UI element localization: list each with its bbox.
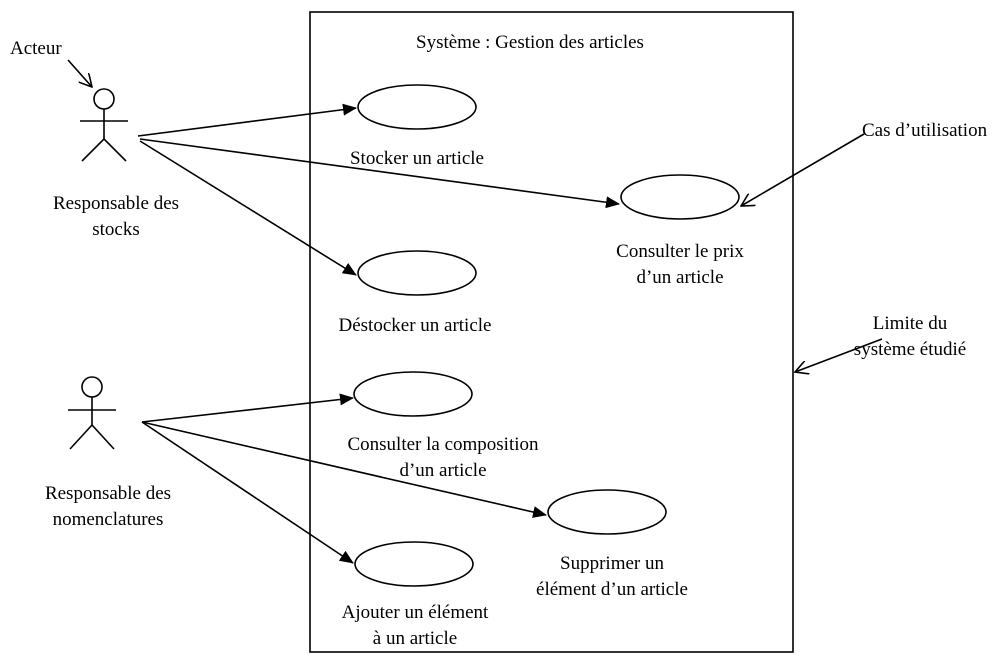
limite-annotation-line-2: système étudié [853, 339, 967, 360]
limite-pointer-arrow [795, 338, 883, 372]
system-title: Système : Gestion des articles [416, 32, 644, 53]
use-case-ajouter-element-label-line-2: à un article [372, 628, 458, 649]
association-stock-stocker [137, 103, 357, 137]
actor-stock-manager-figure [80, 88, 128, 162]
limite-annotation-line-1: Limite du [872, 313, 948, 334]
use-case-consulter-prix-label-line-2: d’un article [636, 267, 724, 288]
actor-stock-manager-label-line-1: Responsable des [52, 193, 180, 214]
association-nomen-ajouter-element [141, 421, 354, 564]
use-case-consulter-composition-label-line-2: d’un article [399, 460, 487, 481]
use-case-destocker-label-line-1: Déstocker un article [338, 315, 492, 336]
use-case-consulter-composition-label: Consulter la composition d’un article [333, 432, 553, 484]
use-case-supprimer-element-ellipse [547, 489, 667, 535]
actor-nomenclature-manager-figure [68, 376, 116, 450]
use-case-supprimer-element-label-line-2: élément d’un article [536, 579, 688, 600]
use-case-consulter-prix-label: Consulter le prix d’un article [600, 239, 760, 291]
association-stock-destocker [139, 140, 357, 276]
use-case-consulter-prix-label-line-1: Consulter le prix [616, 241, 744, 262]
actor-nomenclature-manager-label: Responsable des nomenclatures [22, 481, 194, 533]
limite-annotation: Limite du système étudié [840, 311, 980, 363]
use-case-stocker-label-line-1: Stocker un article [349, 148, 484, 169]
actor-nomenclature-manager-label-line-1: Responsable des [44, 483, 172, 504]
association-nomen-consulter-composition [141, 393, 354, 423]
use-case-supprimer-element-label: Supprimer un élément d’un article [522, 551, 702, 603]
association-stock-consulter-prix [139, 138, 620, 209]
cas-utilisation-annotation: Cas d’utilisation [862, 120, 988, 141]
actor-stock-manager-label: Responsable des stocks [30, 191, 202, 243]
use-case-consulter-prix-ellipse [620, 174, 740, 220]
use-case-consulter-composition-ellipse [353, 371, 473, 417]
use-case-destocker-label: Déstocker un article [325, 313, 505, 339]
use-case-stocker-ellipse [357, 84, 477, 130]
acteur-pointer-arrow [67, 59, 92, 87]
use-case-destocker-ellipse [357, 250, 477, 296]
use-case-ajouter-element-ellipse [354, 541, 474, 587]
use-case-ajouter-element-label: Ajouter un élément à un article [325, 600, 505, 652]
acteur-annotation: Acteur [10, 38, 62, 59]
cas-utilisation-pointer-arrow [741, 133, 865, 206]
actor-nomenclature-manager-label-line-2: nomenclatures [52, 509, 164, 530]
system-boundary [309, 11, 794, 653]
use-case-ajouter-element-label-line-1: Ajouter un élément [341, 602, 489, 623]
use-case-supprimer-element-label-line-1: Supprimer un [560, 553, 664, 574]
use-case-stocker-label: Stocker un article [337, 146, 497, 172]
association-nomen-supprimer-element [141, 421, 547, 518]
use-case-consulter-composition-label-line-1: Consulter la composition [347, 434, 539, 455]
actor-stock-manager-label-line-2: stocks [92, 219, 140, 240]
